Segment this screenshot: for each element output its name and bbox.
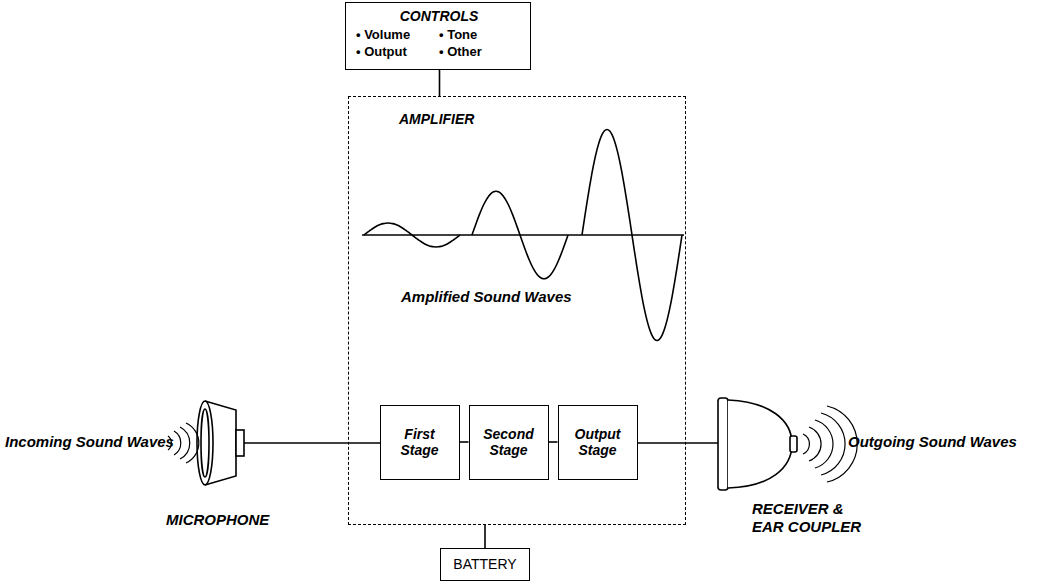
wave-caption: Amplified Sound Waves xyxy=(398,287,575,306)
input-wire xyxy=(244,442,382,444)
stage-box: Output Stage xyxy=(558,405,638,480)
label-holder: Outgoing Sound Waves xyxy=(848,433,1017,451)
receiver-symbol xyxy=(718,398,797,490)
control-item: • Other xyxy=(439,44,522,61)
input-label: Incoming Sound Waves xyxy=(5,433,174,451)
amplified-waves xyxy=(362,129,684,340)
label-holder: RECEIVER & EAR COUPLER xyxy=(752,500,874,536)
stage-box: Second Stage xyxy=(469,405,549,480)
label-holder: MICROPHONE xyxy=(166,511,269,529)
box-label: Second Stage xyxy=(474,426,544,458)
region-title: AMPLIFIER xyxy=(399,111,474,127)
box-label: First Stage xyxy=(385,426,455,458)
connector-line xyxy=(549,441,558,443)
part-label: MICROPHONE xyxy=(166,511,269,529)
control-item: • Output xyxy=(356,44,439,61)
connector-line xyxy=(484,525,486,548)
battery-box: BATTERY xyxy=(440,548,530,581)
control-item: • Tone xyxy=(439,27,522,44)
controls-heading: CONTROLS xyxy=(356,7,522,25)
sine-wave xyxy=(364,223,460,247)
box-label: Output Stage xyxy=(563,426,633,458)
sine-wave xyxy=(472,191,568,279)
output-wire xyxy=(638,442,718,444)
amplifier-region: First Stage Second Stage Output Stage AMPLI… xyxy=(348,96,686,525)
connector-line xyxy=(439,70,441,96)
box-label: BATTERY xyxy=(453,556,516,572)
output-label: Outgoing Sound Waves xyxy=(848,433,1017,451)
part-label: RECEIVER & EAR COUPLER xyxy=(752,500,874,536)
label-holder: Incoming Sound Waves xyxy=(5,433,174,451)
sine-wave xyxy=(582,129,682,340)
connector-line xyxy=(460,441,469,443)
controls-box: CONTROLS • Volume• Tone• Output• Other xyxy=(345,2,531,70)
control-item: • Volume xyxy=(356,27,439,44)
microphone-symbol xyxy=(197,401,244,485)
stage-box: First Stage xyxy=(380,405,460,480)
